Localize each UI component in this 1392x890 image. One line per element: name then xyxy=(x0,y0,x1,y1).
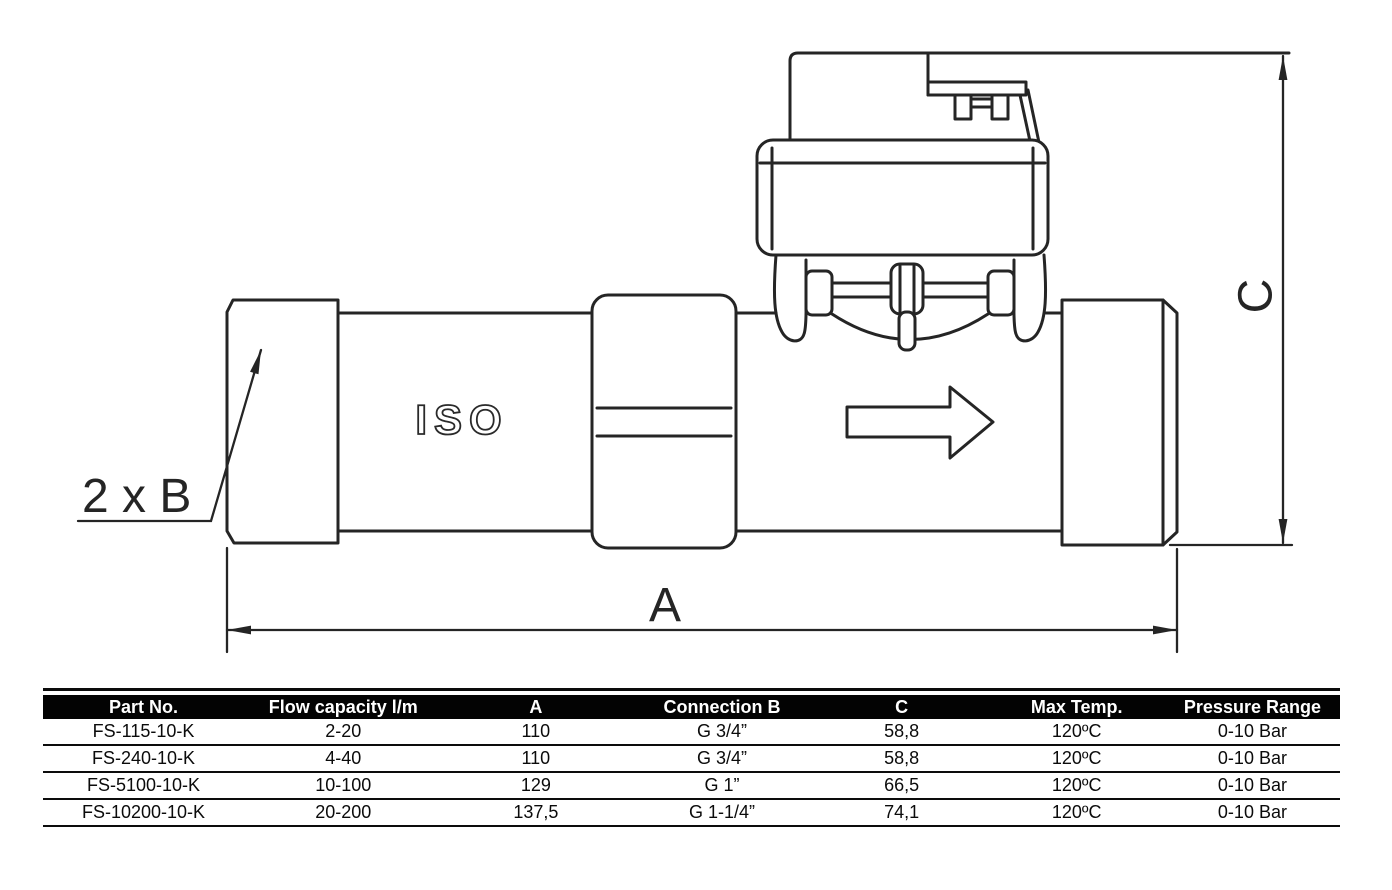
table-cell: G 1-1/4” xyxy=(688,802,755,822)
table-cell: 10-100 xyxy=(315,775,372,795)
column-header-connection-b: Connection B xyxy=(629,695,815,719)
flow-direction-arrow-icon xyxy=(845,385,995,460)
column-header-max-temp: Max Temp. xyxy=(988,695,1165,719)
terminal-pin xyxy=(990,93,1010,121)
table-cell: 120ºC xyxy=(1051,775,1102,795)
dimension-lines xyxy=(76,54,1294,654)
technical-drawing: ISO A C 2 x B xyxy=(76,51,1294,654)
table-cell: FS-115-10-K xyxy=(92,721,195,741)
iso-marking: ISO xyxy=(415,396,508,443)
right-end-cap xyxy=(1060,298,1179,547)
table-row: FS-115-10-K 2-20 110 G 3/4” 58,8 120ºC 0… xyxy=(43,719,1340,745)
table-cell: 110 xyxy=(521,748,551,768)
hex-nut xyxy=(590,293,738,550)
table-row: FS-240-10-K 4-40 110 G 3/4” 58,8 120ºC 0… xyxy=(43,745,1340,772)
dimension-b-leader xyxy=(76,348,263,523)
table-cell: 0-10 Bar xyxy=(1217,775,1287,795)
table-cell: 137,5 xyxy=(513,802,559,822)
table-cell: 66,5 xyxy=(884,775,920,795)
valve-body-outline xyxy=(225,262,1179,550)
dimension-a-label: A xyxy=(649,579,681,632)
table-cell: 120ºC xyxy=(1051,721,1102,741)
table-cell: 20-200 xyxy=(315,802,372,822)
table-cell: 110 xyxy=(521,721,551,741)
table-cell: 129 xyxy=(520,775,551,795)
table-top-rule xyxy=(43,688,1340,691)
column-header-c: C xyxy=(814,695,989,719)
table-cell: 2-20 xyxy=(325,721,362,741)
table-row: FS-10200-10-K 20-200 137,5 G 1-1/4” 74,1… xyxy=(43,799,1340,826)
terminal-pin xyxy=(953,93,973,121)
turbine-wheel xyxy=(804,262,1016,352)
column-header-pressure-range: Pressure Range xyxy=(1164,695,1340,719)
column-header-a: A xyxy=(442,695,630,719)
table-cell: G 1” xyxy=(704,775,740,795)
table-cell: FS-240-10-K xyxy=(91,748,196,768)
dimension-b-label: 2 x B xyxy=(82,470,191,523)
table-cell: 58,8 xyxy=(884,748,920,768)
table-cell: 74,1 xyxy=(884,802,920,822)
table-cell: FS-5100-10-K xyxy=(86,775,201,795)
actuator-head-outline xyxy=(755,51,1291,343)
left-end-cap xyxy=(225,298,340,545)
dimension-c-label: C xyxy=(1230,279,1283,314)
column-header-flow-capacity: Flow capacity l/m xyxy=(244,695,443,719)
table-cell: 120ºC xyxy=(1051,748,1102,768)
table-cell: 58,8 xyxy=(884,721,920,741)
column-header-part-no: Part No. xyxy=(43,695,245,719)
spec-table: Part No. Flow capacity l/m A Connection … xyxy=(43,695,1340,827)
table-cell: G 3/4” xyxy=(696,721,747,741)
table-cell: 4-40 xyxy=(325,748,362,768)
table-cell: 0-10 Bar xyxy=(1217,748,1287,768)
table-cell: G 3/4” xyxy=(696,748,747,768)
table-cell: 120ºC xyxy=(1051,802,1102,822)
table-row: FS-5100-10-K 10-100 129 G 1” 66,5 120ºC … xyxy=(43,772,1340,799)
table-cell: 0-10 Bar xyxy=(1217,721,1287,741)
table-cell: FS-10200-10-K xyxy=(81,802,206,822)
header-row: Part No. Flow capacity l/m A Connection … xyxy=(43,695,1340,719)
table-cell: 0-10 Bar xyxy=(1217,802,1287,822)
